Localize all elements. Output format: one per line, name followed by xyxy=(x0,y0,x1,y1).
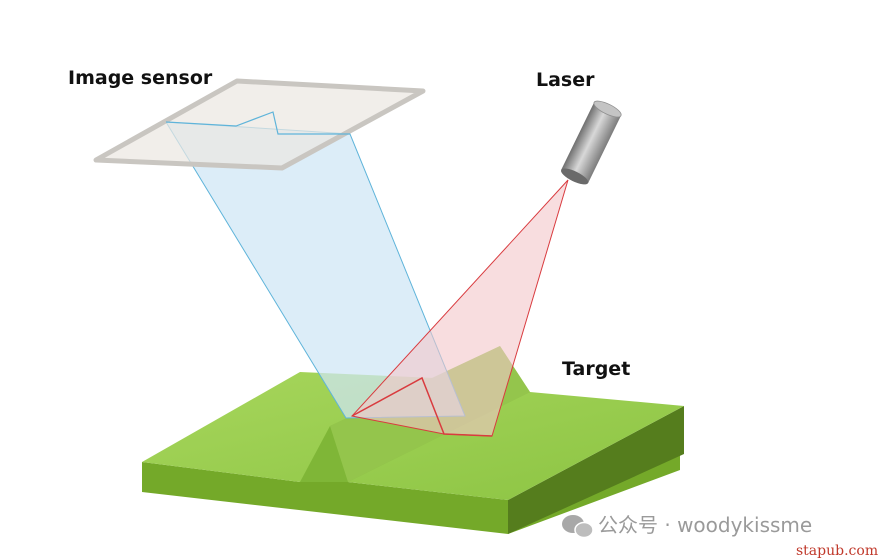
wechat-icon xyxy=(562,515,594,539)
sensor-image-profile xyxy=(165,111,350,135)
watermark-site: stapub.com xyxy=(796,543,878,559)
laser-aperture xyxy=(560,168,589,185)
laser-body xyxy=(561,102,622,184)
label-image-sensor: Image sensor xyxy=(68,67,213,89)
watermark-channel: 公众号 · woodykissme xyxy=(598,513,812,537)
image-sensor-panel xyxy=(93,78,426,171)
laser-emitter xyxy=(560,100,622,185)
laser-profile-line xyxy=(351,376,493,437)
label-laser: Laser xyxy=(536,69,595,91)
label-target: Target xyxy=(562,358,630,380)
image-sensor-plane xyxy=(93,78,426,171)
laser-top-cap xyxy=(593,100,622,118)
target-side-face xyxy=(508,406,684,534)
